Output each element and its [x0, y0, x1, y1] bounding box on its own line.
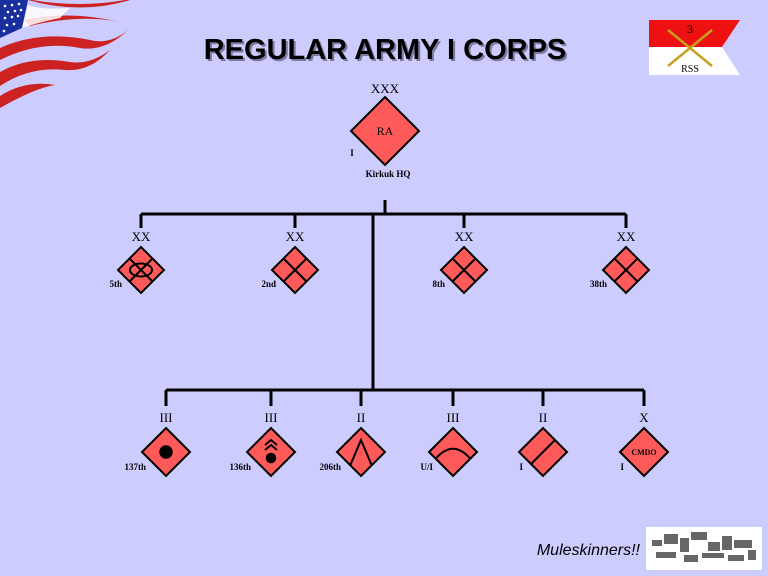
division-unit: XX 8th: [432, 229, 489, 295]
echelon-marker: XX: [286, 229, 305, 244]
diagonal-icon: [530, 439, 556, 465]
muleskinner-image: [646, 527, 762, 570]
unit-label: 8th: [432, 279, 445, 289]
corps-hq-unit: RA XXX I Kirkuk HQ: [349, 81, 421, 179]
brigade-unit: II 206th: [319, 410, 387, 478]
echelon-marker: II: [357, 410, 366, 425]
cross-quarters-icon: [282, 257, 308, 283]
svg-text:CMDO: CMDO: [631, 448, 656, 457]
inverted-v-icon: [349, 437, 373, 467]
chevrons-dot-icon: [264, 438, 278, 464]
echelon-marker: III: [160, 410, 173, 425]
page-title: REGULAR ARMY I CORPS: [203, 34, 567, 66]
guidon-number: 3: [687, 22, 693, 36]
armor-infantry-icon: [128, 257, 154, 283]
brigade-unit: III: [517, 410, 569, 478]
echelon-marker: III: [447, 410, 460, 425]
slogan-text: Muleskinners!!: [536, 542, 640, 559]
echelon-marker: XXX: [371, 81, 400, 96]
echelon-marker: III: [265, 410, 278, 425]
unit-label: U/I: [420, 462, 433, 472]
division-unit: XX 5th: [109, 229, 166, 295]
hq-location: Kirkuk HQ: [366, 169, 411, 179]
brigade-unit: CMDO X I: [618, 410, 670, 478]
cavalry-guidon-icon: 3 RSS: [649, 20, 740, 75]
unit-text-symbol: CMDO: [631, 448, 656, 457]
brigade-unit: III U/I: [420, 410, 479, 478]
unit-label: 136th: [229, 462, 251, 472]
dot-icon: [159, 445, 173, 459]
unit-label: 38th: [590, 279, 607, 289]
connector-lines: [139, 200, 646, 406]
echelon-marker: XX: [455, 229, 474, 244]
division-unit: XX 2nd: [261, 229, 320, 295]
cross-quarters-icon: [613, 257, 639, 283]
cross-quarters-icon: [451, 257, 477, 283]
unit-label: 5th: [109, 279, 122, 289]
us-flag-icon: [0, 0, 130, 108]
unit-label: 206th: [319, 462, 341, 472]
division-unit: XX 38th: [590, 229, 651, 295]
hq-company: I: [350, 148, 354, 158]
unit-label: 2nd: [261, 279, 276, 289]
echelon-marker: II: [539, 410, 548, 425]
unit-label: I: [519, 462, 523, 472]
hq-label: RA: [377, 124, 394, 138]
arc-icon: [434, 447, 472, 460]
brigade-unit: III 137th: [124, 410, 192, 478]
echelon-marker: XX: [617, 229, 636, 244]
guidon-letters: RSS: [681, 64, 699, 75]
echelon-marker: X: [639, 410, 649, 425]
unit-label: I: [620, 462, 624, 472]
brigade-unit: III 136th: [229, 410, 297, 478]
echelon-marker: XX: [132, 229, 151, 244]
unit-label: 137th: [124, 462, 146, 472]
